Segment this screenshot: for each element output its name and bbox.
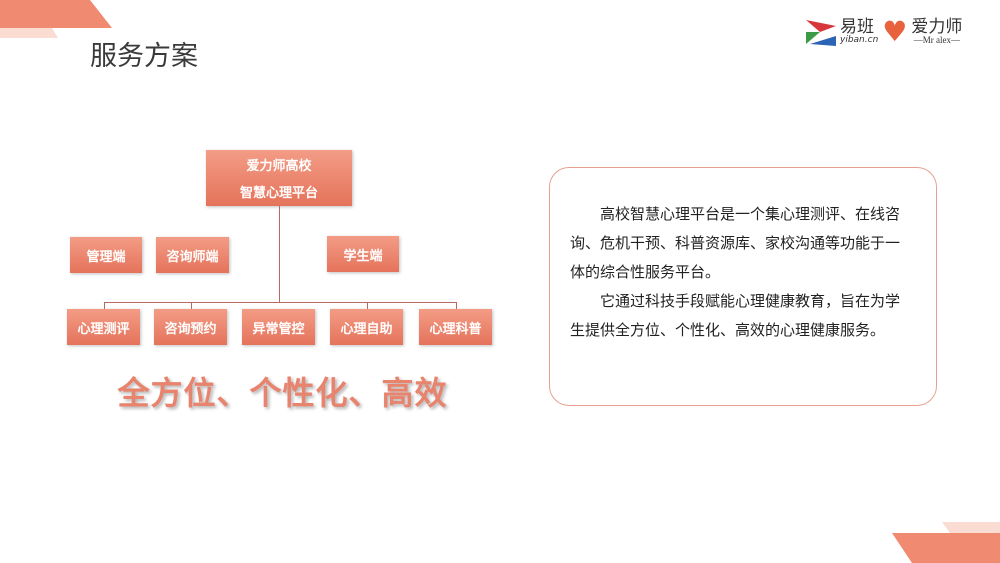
page-title: 服务方案 bbox=[90, 41, 198, 72]
ailishi-name: 爱力师 bbox=[911, 17, 963, 37]
corner-decoration bbox=[0, 28, 58, 38]
description-paragraph: 它通过科技手段赋能心理健康教育，旨在为学生提供全方位、个性化、高效的心理健康服务… bbox=[570, 292, 901, 339]
module-node: 异常管控 bbox=[242, 309, 315, 345]
connector bbox=[279, 206, 280, 302]
corner-decoration bbox=[942, 522, 1000, 533]
module-node: 心理科普 bbox=[419, 309, 492, 345]
heart-logo-icon: ♥ bbox=[882, 15, 908, 48]
corner-decoration bbox=[892, 533, 1000, 563]
corner-decoration bbox=[0, 0, 112, 28]
slogan: 全方位、个性化、高效 bbox=[117, 374, 448, 412]
client-node-admin: 管理端 bbox=[70, 237, 142, 273]
client-node-counselor: 咨询师端 bbox=[156, 237, 229, 273]
root-line2: 智慧心理平台 bbox=[239, 186, 318, 201]
root-node: 爱力师高校 智慧心理平台 bbox=[206, 150, 352, 206]
yiban-name: 易班 bbox=[840, 17, 874, 37]
description-panel: 高校智慧心理平台是一个集心理测评、在线咨询、危机干预、科普资源库、家校沟通等功能… bbox=[549, 167, 937, 406]
connector bbox=[367, 302, 368, 309]
connector bbox=[191, 302, 192, 309]
connector bbox=[104, 302, 457, 303]
yiban-domain: yiban.cn bbox=[840, 35, 879, 45]
ailishi-sub: —Mr alex— bbox=[913, 35, 961, 45]
root-line1: 爱力师高校 bbox=[246, 159, 312, 174]
module-node: 咨询预约 bbox=[154, 309, 227, 345]
yiban-logo-icon bbox=[806, 20, 836, 46]
connector bbox=[456, 302, 457, 309]
logo: 易班 yiban.cn ♥ 爱力师 —Mr alex— bbox=[806, 18, 962, 46]
connector bbox=[104, 302, 105, 309]
module-node: 心理自助 bbox=[330, 309, 403, 345]
client-node-student: 学生端 bbox=[327, 236, 399, 272]
module-node: 心理测评 bbox=[67, 309, 140, 345]
description-paragraph: 高校智慧心理平台是一个集心理测评、在线咨询、危机干预、科普资源库、家校沟通等功能… bbox=[570, 205, 901, 281]
